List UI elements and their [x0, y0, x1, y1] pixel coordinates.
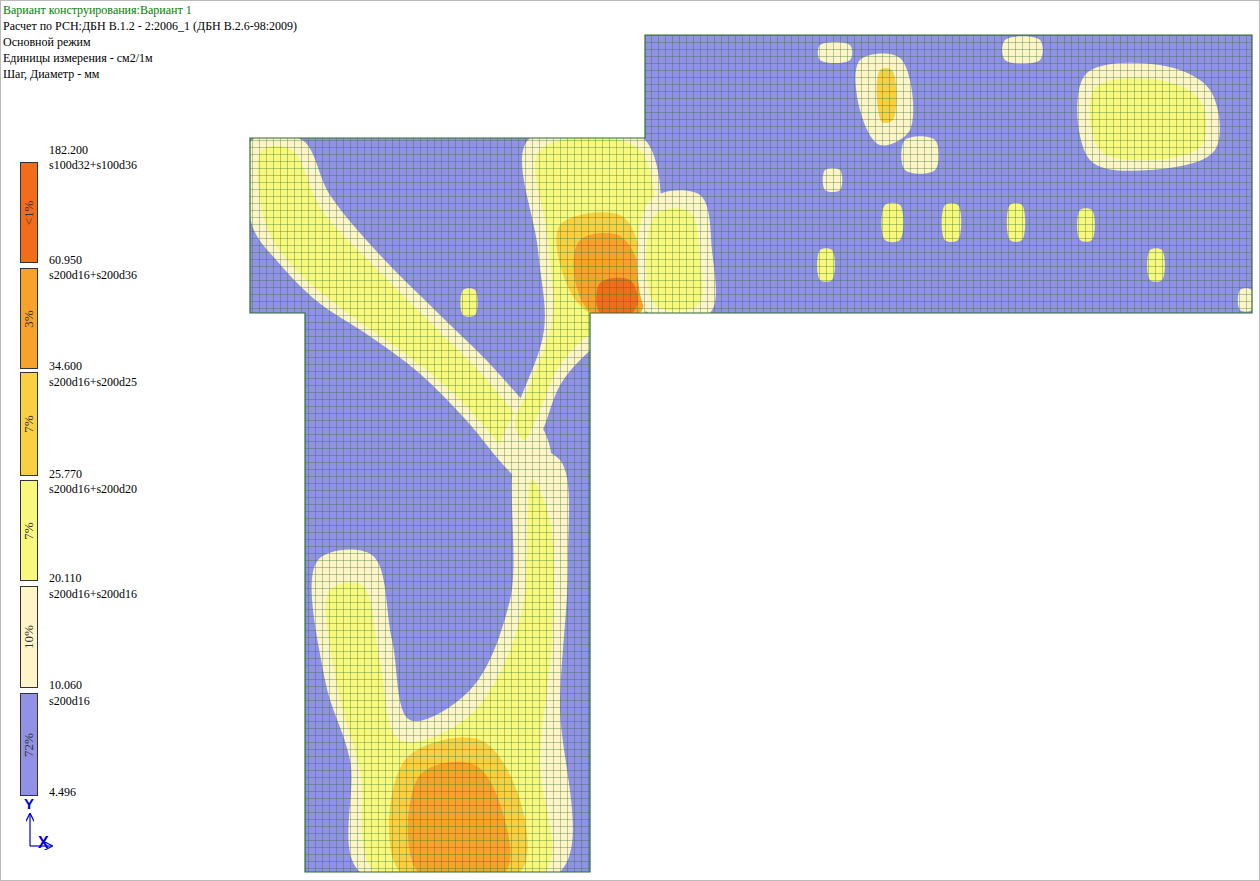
legend-text: s200d16+s200d16: [49, 587, 137, 601]
range-value: 25.770: [49, 467, 82, 481]
axis-label: X: [38, 836, 49, 850]
header-line: Расчет по РСН:ДБН В.1.2 - 2:2006_1 (ДБН …: [3, 19, 297, 33]
header-line: Основной режим: [3, 35, 91, 49]
fe-mesh: [250, 35, 1252, 872]
percent-label: <1%: [22, 200, 36, 225]
range-value: 34.600: [49, 359, 82, 373]
legend-text: s200d16+s200d20: [49, 482, 137, 496]
percent-label: 10%: [22, 625, 36, 649]
header-line: Вариант конструирования:Вариант 1: [3, 3, 192, 17]
percent-label: 7%: [22, 415, 36, 432]
range-value: 182.200: [49, 143, 88, 157]
percent-label: 7%: [22, 522, 36, 539]
legend-text: s100d32+s100d36: [49, 158, 137, 172]
range-value: 4.496: [49, 785, 76, 799]
percent-label: 3%: [22, 310, 36, 327]
range-value: 20.110: [49, 571, 82, 585]
range-value: 60.950: [49, 253, 82, 267]
legend-text: s200d16+s200d36: [49, 268, 137, 282]
legend-text: s200d16: [49, 694, 90, 708]
header-line: Шаг, Диаметр - мм: [3, 67, 99, 81]
percent-label: 72%: [22, 733, 36, 757]
header-line: Единицы измерения - см2/1м: [3, 51, 153, 65]
contour-field: [240, 30, 1260, 881]
axis-label: Y: [24, 797, 34, 811]
legend-text: s200d16+s200d25: [49, 375, 137, 389]
range-value: 10.060: [49, 678, 82, 692]
